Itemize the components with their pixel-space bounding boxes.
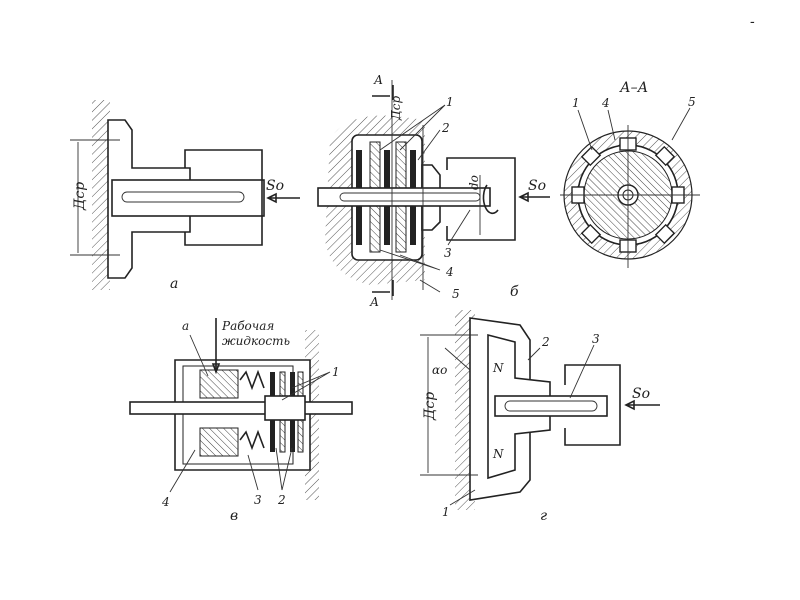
dim-line <box>70 139 120 256</box>
leader-lines <box>449 344 595 506</box>
normal-force-top: N <box>492 361 504 375</box>
fluid-label-1: Рабочая <box>221 319 274 333</box>
corner-mark: - <box>750 14 755 30</box>
shaft <box>317 187 491 207</box>
shaft <box>111 179 265 217</box>
force-arrow <box>624 399 660 411</box>
callout-3: 3 <box>254 493 262 507</box>
callout-5: 5 <box>688 95 696 109</box>
rotation-arrow-icon <box>482 184 499 215</box>
dim-lines <box>420 334 478 476</box>
center-lines <box>560 125 700 268</box>
linkage <box>564 364 621 446</box>
callout-1: 1 <box>446 95 454 109</box>
shaft <box>129 401 353 415</box>
shaft-slot <box>504 400 598 412</box>
shaft-slot <box>121 191 245 203</box>
linkage <box>446 157 516 241</box>
callout-1: 1 <box>332 365 340 379</box>
dsr-label: Дср <box>422 392 438 421</box>
callout-2: 2 <box>541 335 550 349</box>
callout-5: 5 <box>452 287 460 301</box>
callout-3: 3 <box>444 246 452 260</box>
leader-lines <box>169 334 331 493</box>
callout-3: 3 <box>592 332 600 346</box>
callout-4: 4 <box>601 96 610 110</box>
figure-v: Рабочая жидкость а 1 4 3 2 в <box>129 318 353 524</box>
piston-bottom <box>199 427 239 457</box>
figure-label: а <box>170 276 178 292</box>
leader-lines <box>379 104 471 293</box>
figure-label: в <box>230 508 238 524</box>
shaft <box>494 395 608 417</box>
figure-g: N N Дср αо Sо 2 3 1 г <box>420 310 660 524</box>
section-label-top: А <box>373 73 383 87</box>
piston-top <box>199 369 239 399</box>
normal-force-bottom: N <box>492 447 504 461</box>
callout-1: 1 <box>572 96 580 110</box>
fluid-label-2: жидкость <box>222 334 290 348</box>
dsr-label: Дср <box>389 96 403 121</box>
callout-2: 2 <box>441 121 450 135</box>
section-title: А–А <box>619 80 648 96</box>
springs <box>239 369 265 451</box>
callout-4: 4 <box>445 265 454 279</box>
wall-hatch <box>92 100 110 290</box>
callout-1: 1 <box>442 505 450 519</box>
figure-label: б <box>510 284 519 300</box>
figure-a: Дср Sо а <box>70 100 300 292</box>
callout-2: 2 <box>277 493 286 507</box>
force-label: Sо <box>528 178 546 194</box>
hub <box>264 395 306 421</box>
figure-b: А А Дср dо Sо 1 2 3 4 5 б <box>317 73 550 309</box>
linkage <box>184 149 263 246</box>
fluid-inlet-arrow <box>211 318 221 375</box>
figure-label: г <box>540 508 547 524</box>
d0-label: dо <box>467 175 481 190</box>
force-label: Sо <box>266 178 284 194</box>
figure-section-aa: А–А 1 4 5 <box>560 80 700 268</box>
leader-lines <box>577 107 691 151</box>
force-arrow <box>266 192 300 204</box>
section-label-bottom: А <box>369 295 379 309</box>
force-arrow <box>518 191 550 203</box>
force-label: Sо <box>632 386 650 402</box>
port-label: а <box>182 319 189 333</box>
callout-4: 4 <box>161 495 170 509</box>
dsr-label: Дср <box>72 182 88 211</box>
section-mark-top <box>372 85 394 100</box>
section-mark-bottom <box>372 280 394 296</box>
alpha-label: αо <box>432 363 447 377</box>
